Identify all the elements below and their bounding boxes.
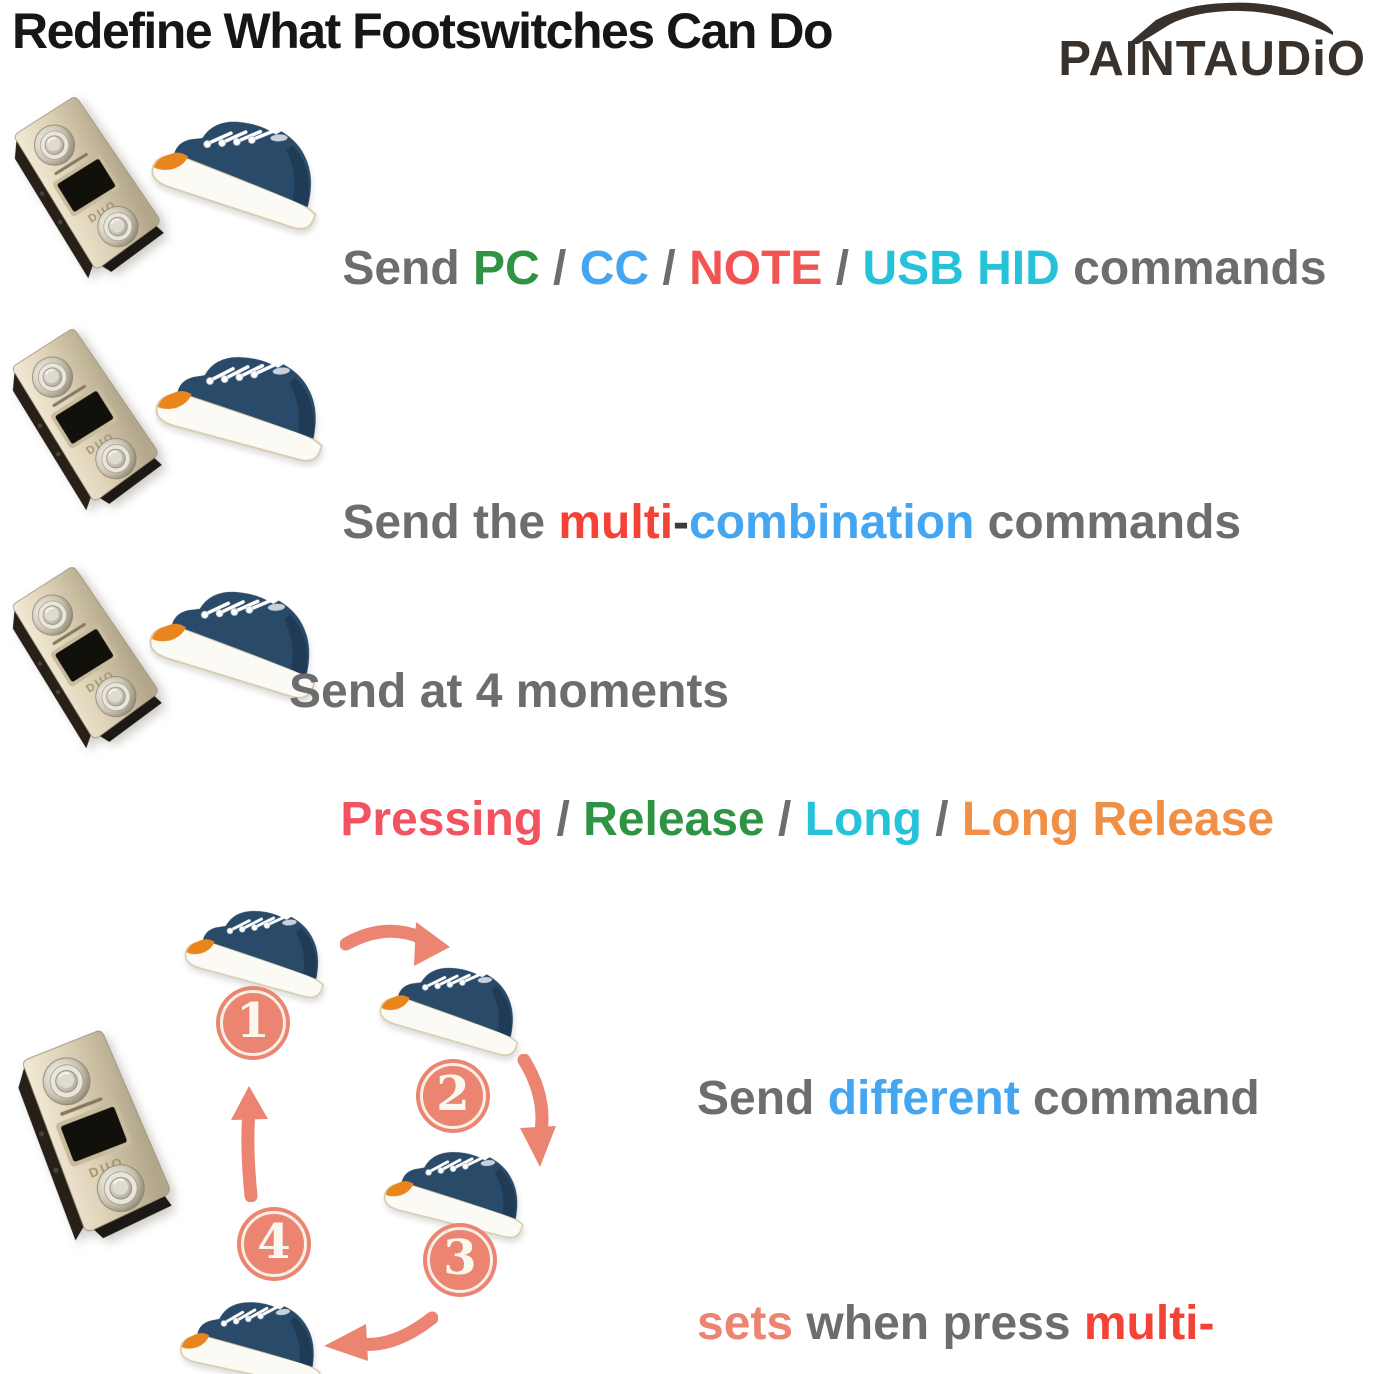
step-4-badge: 4 [237,1207,311,1281]
text-segment: / [921,793,962,846]
step-4-number: 4 [257,1214,291,1270]
text-segment: / [543,793,584,846]
step-2-badge: 2 [416,1059,490,1133]
text-segment: Send [342,242,474,295]
text-segment: multi [558,496,674,549]
step-1-number: 1 [236,993,270,1049]
text-segment: / [539,242,580,295]
text-segment: Long Release [961,793,1275,846]
brand-swoosh-icon [1128,2,1333,44]
loop-text-line1: Send different command [617,986,1260,1211]
text-segment: CC [579,242,650,295]
arrow-step4-to-step1-icon [231,1086,268,1202]
text-segment: commands [1059,242,1327,295]
text-segment: multi- [1083,1297,1215,1350]
text-segment: Send [697,1072,828,1125]
sneaker-step-4-icon [174,1286,335,1374]
text-segment: when press [793,1297,1084,1350]
text-segment: Long [804,793,922,846]
step-3-badge: 3 [423,1223,497,1297]
text-segment: commands [974,496,1242,549]
footswitch-pedal [0,1019,188,1254]
feature-1-text: Send PC / CC / NOTE / USB HID commands [289,186,1327,351]
text-segment: different [827,1072,1020,1125]
text-segment: combination [689,496,975,549]
text-segment: PC [473,242,540,295]
feature-3-text-line1: Send at 4 moments [289,665,730,718]
loop-paragraph: Send different command sets when press m… [617,986,1260,1374]
text-segment: NOTE [689,242,823,295]
brand-logo: PAINTAUDiO [988,0,1368,88]
page-title: Redefine What Footswitches Can Do [12,3,834,59]
text-segment: / [822,242,863,295]
step-3-number: 3 [443,1230,477,1286]
text-segment: Release [583,793,765,846]
text-segment: / [764,793,805,846]
text-segment: / [649,242,690,295]
text-segment: - [673,496,690,549]
feature-3-text-line2: Pressing / Release / Long / Long Release [287,737,1274,902]
footswitch-pedal [0,316,176,524]
text-segment: sets [697,1297,794,1350]
text-segment: command [1019,1072,1260,1125]
step-1-badge: 1 [216,986,290,1060]
feature-2-text: Send the multi-combination commands [289,440,1241,605]
text-segment: Send the [342,496,559,549]
arrow-step3-to-step4-icon [324,1311,438,1361]
step-2-number: 2 [436,1066,470,1122]
text-segment: Pressing [340,793,544,846]
brand-name: PAINTAUDiO [1058,32,1366,86]
arrow-step1-to-step2-icon [340,922,450,966]
arrow-step2-to-step3-icon [517,1054,556,1167]
text-segment: USB HID [862,242,1060,295]
loop-text-line2: sets when press multi- [617,1211,1260,1374]
